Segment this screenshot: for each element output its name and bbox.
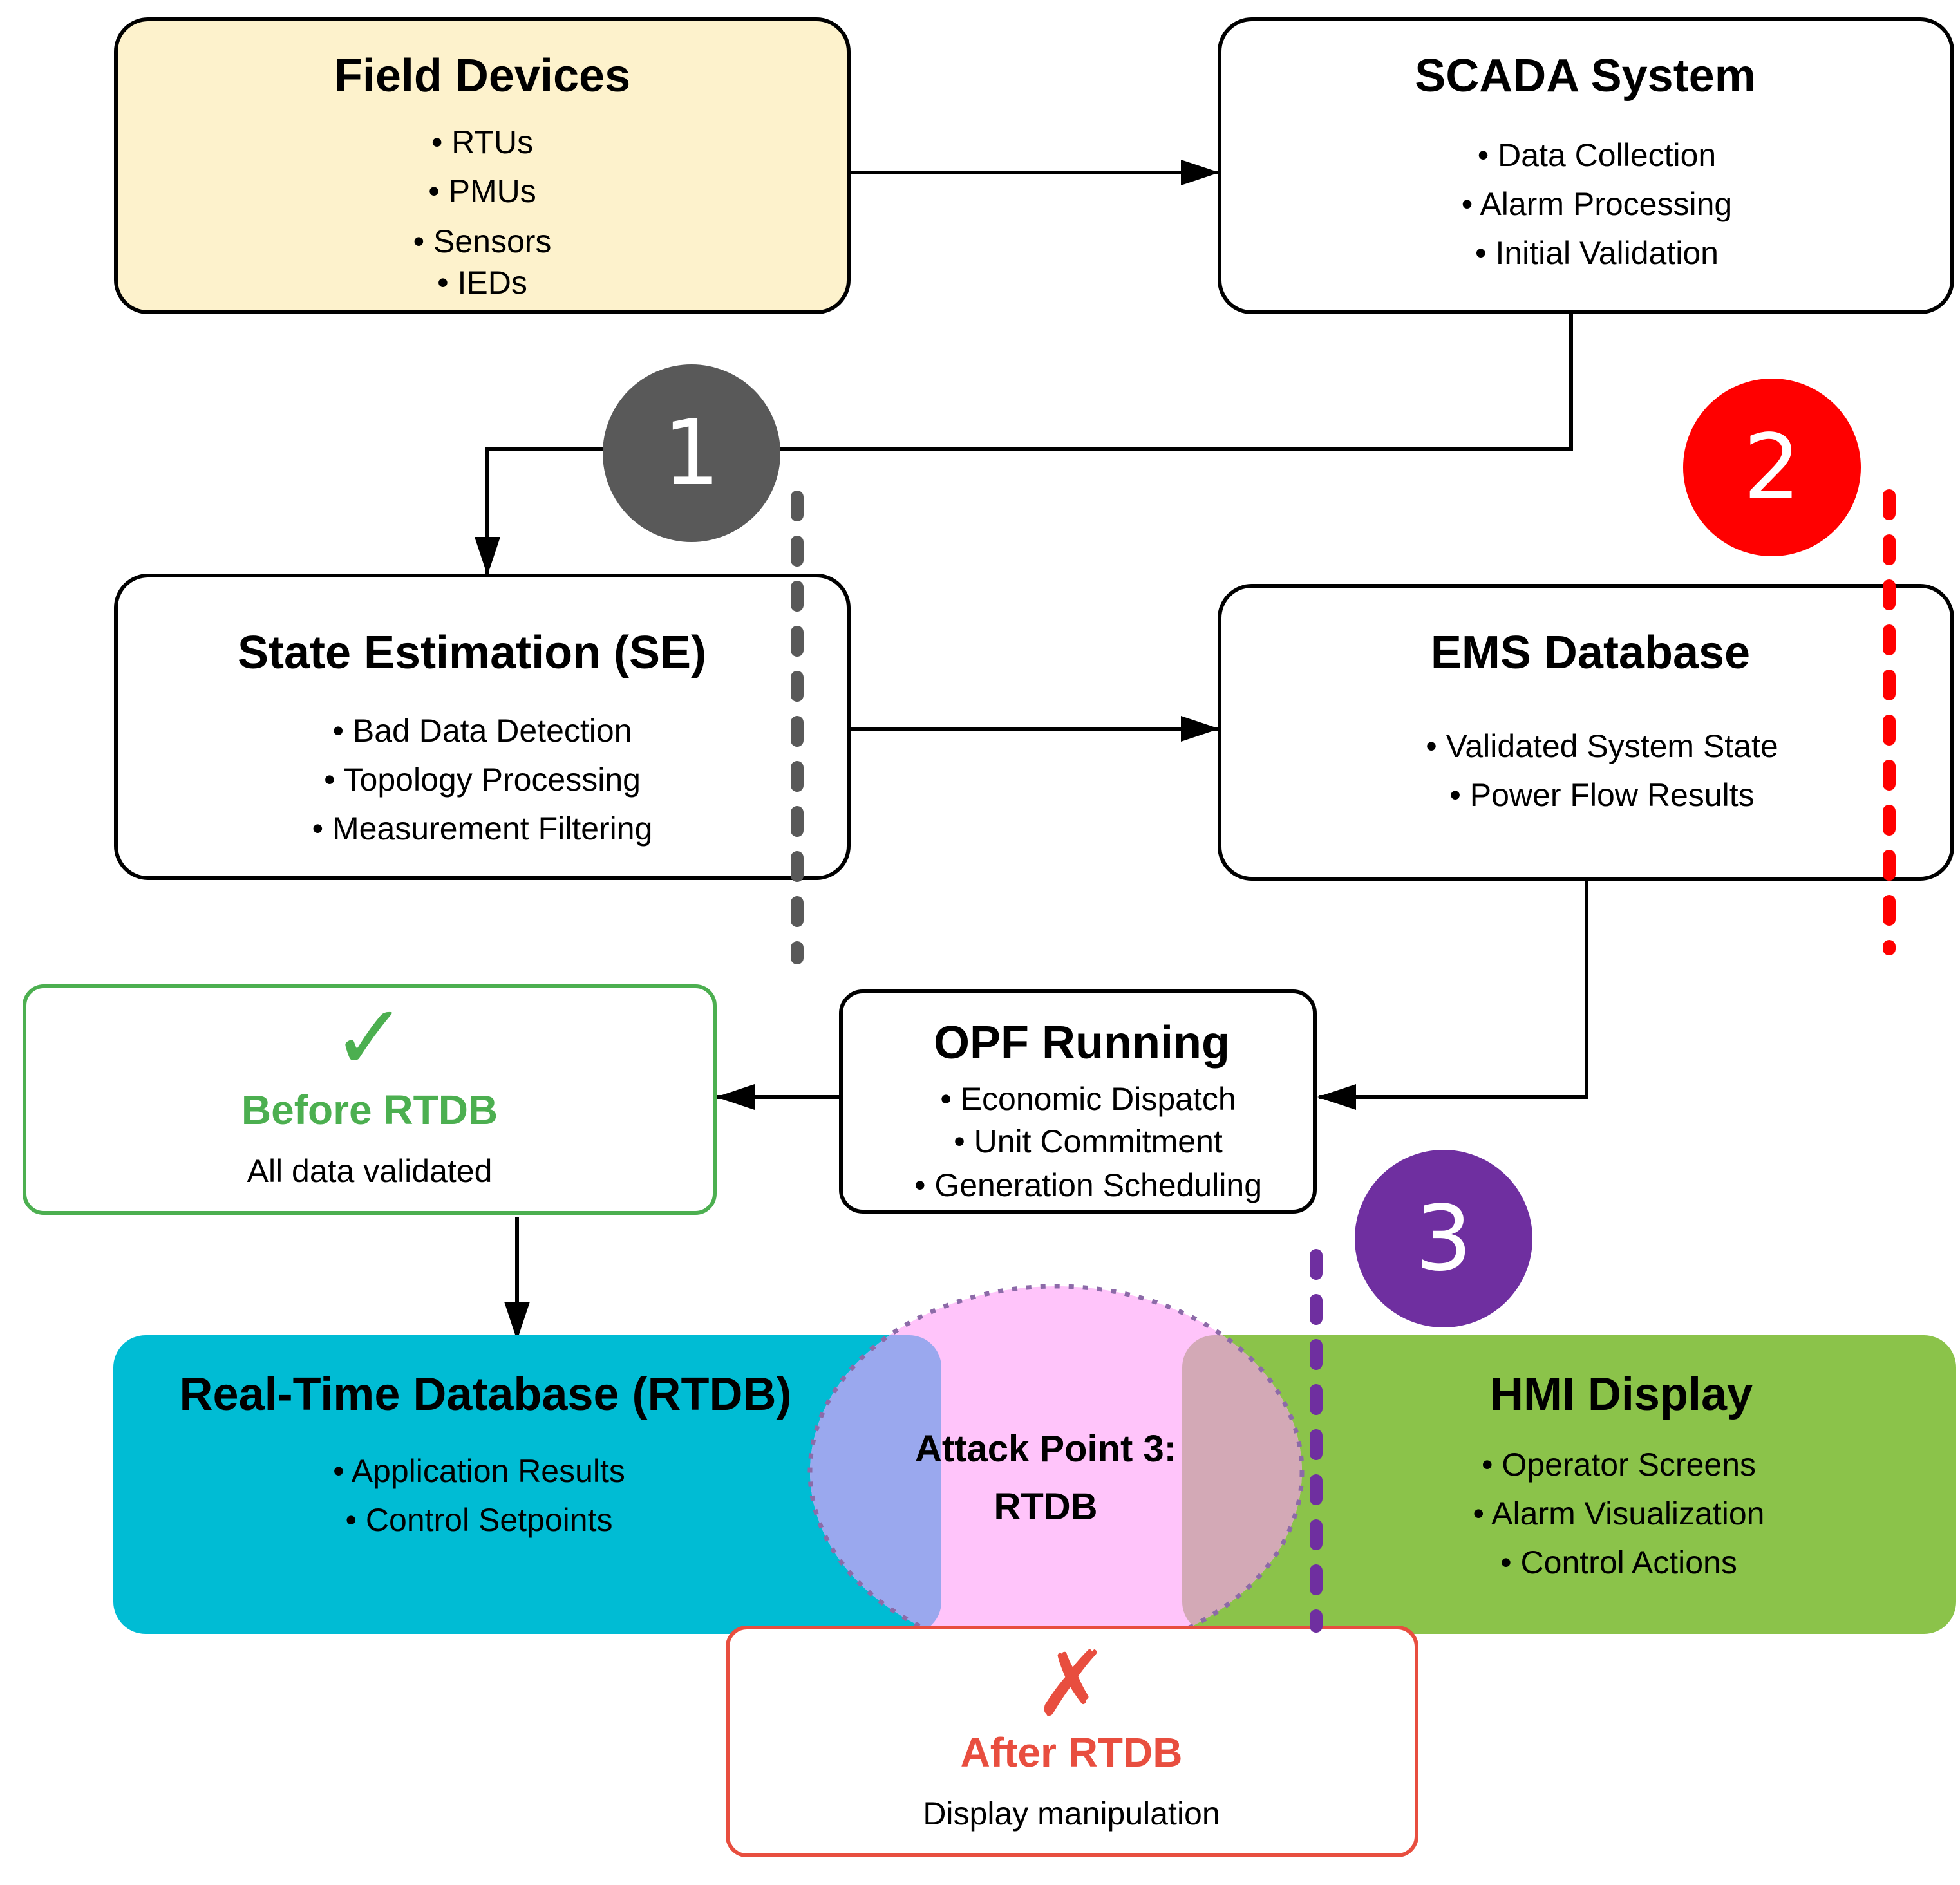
state-estimation-title: State Estimation (SE)	[238, 627, 706, 679]
hmi-bg	[1182, 1335, 1956, 1634]
opf-box: OPF Running • Economic Dispatch • Unit C…	[839, 989, 1317, 1214]
attack-marker-2-label: 2	[1743, 415, 1800, 520]
attack-marker-1-label: 1	[663, 401, 720, 506]
field-devices-title: Field Devices	[334, 50, 630, 102]
after-rtdb-title: After RTDB	[961, 1729, 1183, 1776]
field-devices-bg	[114, 17, 851, 314]
hmi-item: • Alarm Visualization	[1473, 1496, 1765, 1532]
attack-marker-3-circle	[1355, 1150, 1532, 1327]
hmi-title: HMI Display	[1490, 1369, 1753, 1420]
arrow-scada-to-se	[475, 314, 1573, 576]
ems-database-bg	[1218, 584, 1954, 881]
before-rtdb-title: Before RTDB	[241, 1087, 498, 1133]
state-estimation-item: • Bad Data Detection	[333, 713, 632, 749]
attack-marker-1: 1	[603, 364, 804, 964]
opf-item: • Economic Dispatch	[940, 1081, 1236, 1117]
after-rtdb-bg	[726, 1626, 1418, 1857]
scada-box: SCADA System • Data Collection • Alarm P…	[1218, 17, 1954, 314]
after-rtdb-box: ✗ After RTDB Display manipulation	[726, 1626, 1418, 1857]
scada-bg	[1218, 17, 1954, 314]
ems-database-item: • Power Flow Results	[1449, 777, 1754, 813]
cross-icon: ✗	[1033, 1632, 1109, 1737]
arrow-ems-to-opf	[1317, 881, 1588, 1110]
scada-item: • Alarm Processing	[1462, 186, 1732, 222]
check-icon: ✓	[332, 986, 407, 1091]
field-devices-box: Field Devices • RTUs • PMUs • Sensors • …	[114, 17, 851, 314]
attack-marker-3-label: 3	[1415, 1186, 1472, 1291]
opf-bg	[839, 989, 1317, 1214]
scada-item: • Data Collection	[1478, 137, 1716, 173]
attack-point-target: RTDB	[994, 1486, 1097, 1528]
hmi-item: • Control Actions	[1500, 1544, 1737, 1580]
state-estimation-item: • Topology Processing	[324, 762, 641, 798]
rtdb-item: • Application Results	[333, 1453, 625, 1489]
ems-database-box: EMS Database • Validated System State • …	[1218, 584, 1954, 881]
rtdb-item: • Control Setpoints	[346, 1502, 613, 1538]
rtdb-bg	[113, 1335, 941, 1634]
scada-title: SCADA System	[1415, 50, 1756, 102]
attack-marker-1-circle	[603, 364, 780, 542]
attack-marker-2: 2	[1683, 379, 1896, 955]
field-devices-item: • IEDs	[437, 265, 527, 301]
state-estimation-item: • Measurement Filtering	[312, 811, 653, 847]
opf-item: • Generation Scheduling	[914, 1167, 1262, 1203]
rtdb-title: Real-Time Database (RTDB)	[180, 1369, 792, 1420]
hmi-item: • Operator Screens	[1482, 1447, 1756, 1483]
field-devices-item: • PMUs	[428, 173, 536, 209]
attack-point-label: Attack Point 3:	[915, 1428, 1176, 1470]
ems-database-title: EMS Database	[1431, 627, 1750, 679]
scada-item: • Initial Validation	[1475, 235, 1719, 271]
rtdb-hmi-band: Real-Time Database (RTDB) • Application …	[113, 1284, 1956, 1660]
connectors	[475, 160, 1588, 1340]
opf-item: • Unit Commitment	[954, 1123, 1223, 1159]
attack-marker-3: 3	[1310, 1150, 1532, 1633]
before-rtdb-box: ✓ Before RTDB All data validated	[23, 984, 717, 1215]
before-rtdb-bg	[23, 984, 717, 1215]
state-estimation-bg	[114, 574, 851, 880]
opf-title: OPF Running	[934, 1017, 1230, 1069]
ems-database-item: • Validated System State	[1426, 728, 1778, 764]
state-estimation-box: State Estimation (SE) • Bad Data Detecti…	[114, 574, 851, 880]
after-rtdb-text: Display manipulation	[923, 1796, 1220, 1832]
attack-marker-2-circle	[1683, 379, 1861, 556]
before-rtdb-text: All data validated	[247, 1153, 493, 1189]
field-devices-item: • RTUs	[431, 124, 533, 160]
field-devices-item: • Sensors	[413, 223, 552, 259]
